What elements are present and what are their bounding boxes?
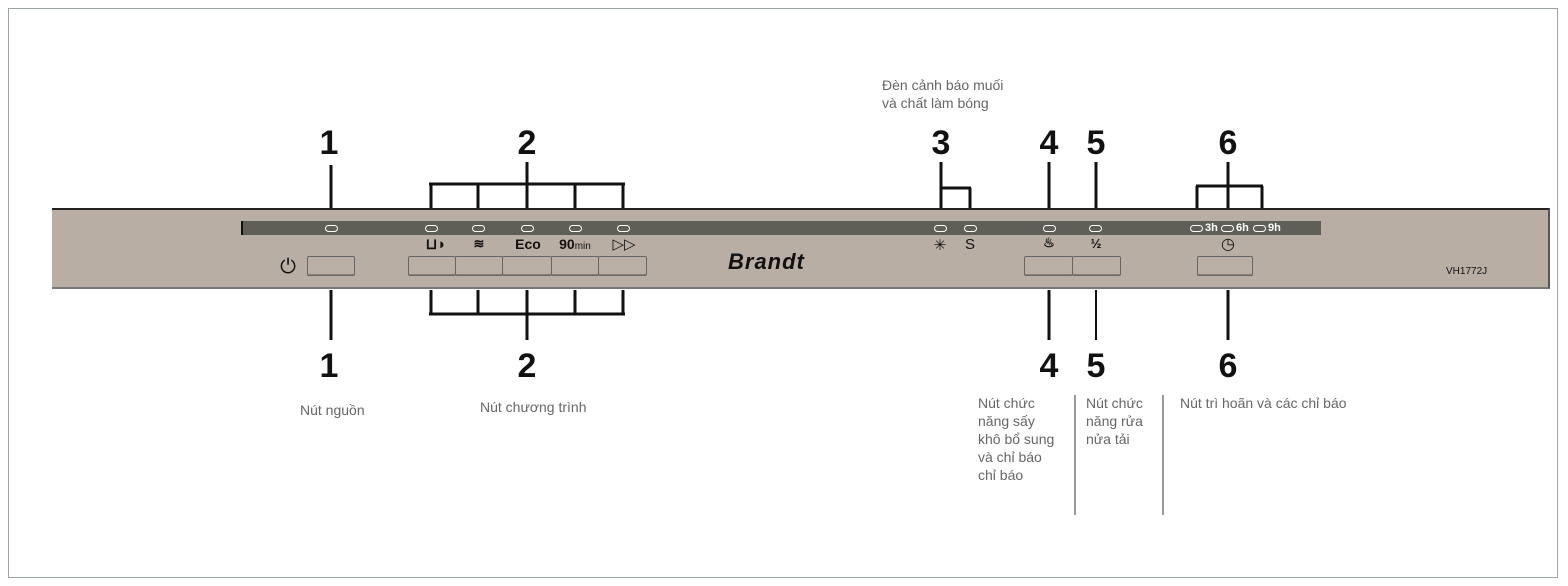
salt-led [934,225,947,232]
dry-label-line: Nút chức [978,395,1035,411]
programs-label: Nút chương trình [480,399,587,415]
callout-6-bottom: 6 [1218,347,1238,385]
program-led [521,225,534,232]
half-load-led [1089,225,1102,232]
callout-5-bottom: 5 [1086,347,1106,385]
warning-label-line1: Đèn cảnh báo muối [882,77,1004,93]
salt-icon: ✳ [933,237,947,254]
extra-dry-led [1043,225,1056,232]
power-button[interactable] [307,256,355,276]
fast-forward-icon: ▷▷ [612,236,636,253]
half-label-line: năng rửa [1086,413,1143,429]
callout-2-bottom: 2 [517,347,537,385]
power-label: Nút nguồn [300,402,365,418]
min-text: min [574,241,591,252]
program-led [472,225,485,232]
program-led [617,225,630,232]
brand-logo: Brandt [728,249,805,274]
delay-label: Nút trì hoãn và các chỉ báo [1180,395,1347,411]
program-eco-button[interactable] [502,256,552,276]
callout-5-top: 5 [1086,124,1106,162]
program-90min-button[interactable] [551,256,599,276]
rinse-aid-led [964,225,977,232]
half-load-button[interactable] [1072,256,1121,276]
delay-9h-led [1253,225,1266,232]
dry-label: Nút chức năng sấy khô bổ sung và chỉ báo… [978,394,1054,484]
rinse-aid-icon: S [964,236,976,253]
half-load-icon: ½ [1090,236,1102,251]
half-label-line: nửa tải [1086,431,1130,447]
callout-4-top: 4 [1039,124,1059,162]
callout-4-bottom: 4 [1039,347,1059,385]
glasses-icon: ≋ [473,236,485,251]
power-icon: ⏻ [280,256,296,278]
program-delicate-button[interactable] [455,256,503,276]
warning-label-line2: và chất làm bóng [882,95,989,111]
90-text: 90 [559,236,575,252]
dry-label-line: khô bổ sung [978,431,1055,447]
program-intensive-button[interactable] [408,256,456,276]
half-label-line: Nút chức [1086,395,1143,411]
power-led [325,225,338,232]
model-number: VH1772J [1446,266,1488,277]
delay-button[interactable] [1197,256,1253,276]
dry-label-line: chỉ báo [978,467,1024,483]
program-quick-button[interactable] [598,256,647,276]
delay-3h-label: 3h [1205,222,1218,234]
extra-dry-button[interactable] [1024,256,1073,276]
diagram-frame [8,8,1558,578]
delay-6h-led [1221,225,1234,232]
indicator-strip [241,221,1321,235]
program-led [569,225,582,232]
half-load-label: Nút chức năng rửa nửa tải [1086,394,1143,448]
callout-6-top: 6 [1218,124,1238,162]
callout-3-top: 3 [931,124,951,162]
callout-1-bottom: 1 [319,347,339,385]
program-led [425,225,438,232]
callout-2-top: 2 [517,124,537,162]
callout-1-top: 1 [319,124,339,162]
dry-label-line: năng sấy [978,413,1035,429]
extra-dry-icon: ♨ [1043,235,1055,250]
delay-9h-label: 9h [1268,222,1281,234]
90min-label: 90min [559,236,591,252]
delay-6h-label: 6h [1236,222,1249,234]
pot-icon: ⊔◗ [425,236,447,253]
clock-icon: ◷ [1221,236,1235,253]
eco-label: Eco [515,236,541,252]
dry-label-line: và chỉ báo [978,449,1042,465]
delay-3h-led [1190,225,1203,232]
